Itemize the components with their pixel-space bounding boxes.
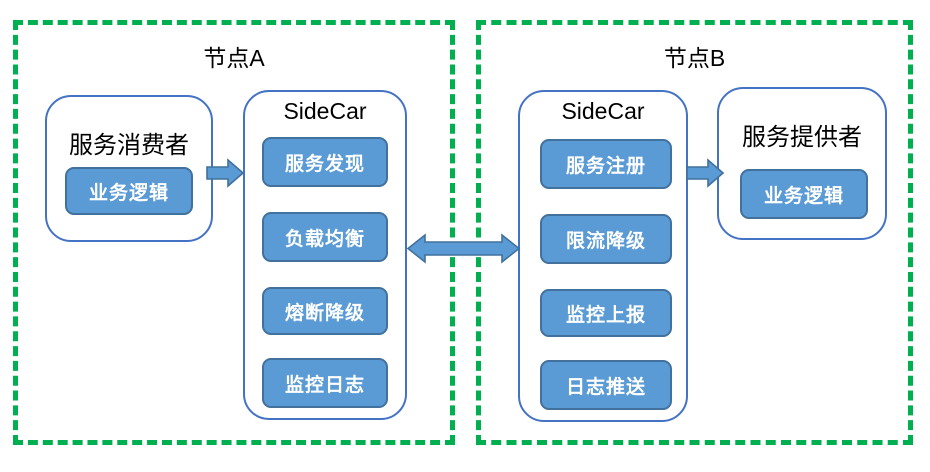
- node-a-container: 节点A: [13, 20, 455, 445]
- arrow-right-icon: [686, 157, 724, 189]
- sidecar-a-item: 负载均衡: [262, 212, 388, 262]
- sidecar-b-box: SideCar 服务注册 限流降级 监控上报 日志推送: [518, 90, 688, 422]
- sidecar-a-box: SideCar 服务发现 负载均衡 熔断降级 监控日志: [243, 90, 407, 420]
- sidecar-b-item: 服务注册: [540, 139, 672, 189]
- sidecar-a-item: 服务发现: [262, 137, 388, 187]
- sidecar-a-item: 熔断降级: [262, 287, 388, 335]
- arrow-right-icon: [206, 157, 244, 189]
- arrow-double-icon: [406, 231, 521, 266]
- sidecar-a-item: 监控日志: [262, 358, 388, 408]
- node-b-title: 节点B: [663, 45, 726, 71]
- service-provider-box: 服务提供者 业务逻辑: [717, 87, 887, 240]
- sidecar-b-title: SideCar: [561, 98, 645, 124]
- node-b-container: 节点B: [476, 20, 913, 445]
- sidecar-b-item: 监控上报: [540, 289, 672, 337]
- sidecar-a-title: SideCar: [283, 98, 367, 124]
- sidecar-b-item: 日志推送: [540, 360, 672, 410]
- service-consumer-title: 服务消费者: [69, 132, 189, 159]
- consumer-business-logic-button: 业务逻辑: [65, 167, 193, 215]
- node-a-title: 节点A: [203, 45, 265, 71]
- sidecar-b-item: 限流降级: [540, 214, 672, 264]
- service-provider-title: 服务提供者: [742, 124, 862, 151]
- service-consumer-box: 服务消费者 业务逻辑: [45, 95, 213, 242]
- provider-business-logic-button: 业务逻辑: [740, 169, 868, 219]
